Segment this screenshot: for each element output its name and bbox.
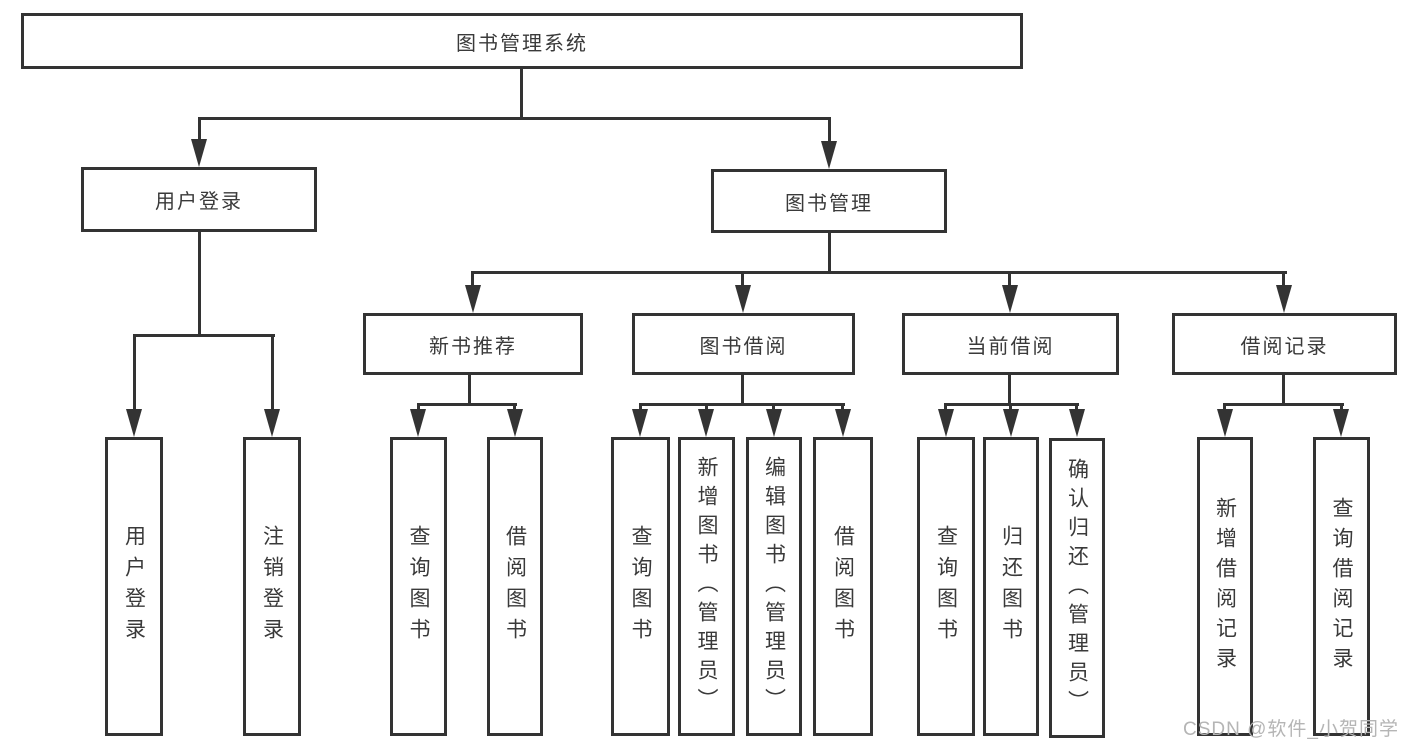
connector-arrowhead <box>465 285 481 313</box>
connector-drop <box>1340 403 1343 412</box>
connector-borrow-record-stem <box>1282 375 1285 406</box>
connector-current-borrow-stem <box>1008 375 1011 406</box>
connector-arrowhead <box>766 409 782 437</box>
connector-arrowhead <box>1002 285 1018 313</box>
connector-to-leaf-logout <box>271 334 274 412</box>
connector-user-login-stem <box>198 232 201 337</box>
connector-book-mgmt-split <box>471 271 1287 274</box>
node-label: 借阅图书 <box>831 524 855 649</box>
node-library-system: 图书管理系统 <box>21 13 1023 69</box>
connector-book-borrow-stem <box>741 375 744 406</box>
connector-arrowhead <box>698 409 714 437</box>
connector-book-borrow-split <box>639 403 845 406</box>
connector-drop <box>841 403 844 412</box>
node-leaf-return-books: 归还图书 <box>983 437 1039 736</box>
connector-arrowhead <box>126 409 142 437</box>
connector-to-book-borrow <box>741 271 744 288</box>
connector-arrowhead <box>632 409 648 437</box>
connector-root-split <box>198 117 831 120</box>
connector-to-book-mgmt <box>828 117 831 145</box>
node-leaf-query-books-2: 查询图书 <box>611 437 670 736</box>
connector-new-book-split <box>417 403 517 406</box>
node-new-book-recommendation: 新书推荐 <box>363 313 583 375</box>
connector-to-user-login <box>198 117 201 145</box>
node-label: 用户登录 <box>122 524 146 649</box>
connector-new-book-stem <box>468 375 471 406</box>
connector-to-current-borrow <box>1008 271 1011 288</box>
node-label: 编辑图书（管理员） <box>762 456 786 717</box>
connector-book-mgmt-stem <box>828 233 831 274</box>
connector-arrowhead <box>191 139 207 167</box>
connector-borrow-record-split <box>1223 403 1344 406</box>
connector-arrowhead <box>735 285 751 313</box>
node-leaf-add-books-admin: 新增图书（管理员） <box>678 437 735 736</box>
node-label: 确认归还（管理员） <box>1065 457 1089 719</box>
node-label: 查询借阅记录 <box>1330 496 1353 677</box>
connector-arrowhead <box>938 409 954 437</box>
connector-arrowhead <box>1276 285 1292 313</box>
node-user-login: 用户登录 <box>81 167 317 232</box>
connector-drop <box>513 403 516 412</box>
node-leaf-edit-books-admin: 编辑图书（管理员） <box>746 437 802 736</box>
connector-to-leaf-user-login <box>133 334 136 412</box>
connector-user-login-split <box>133 334 275 337</box>
connector-drop <box>944 403 947 412</box>
node-book-management: 图书管理 <box>711 169 947 233</box>
node-label: 查询图书 <box>407 524 430 649</box>
connector-arrowhead <box>1333 409 1349 437</box>
connector-to-borrow-record <box>1282 271 1285 288</box>
connector-arrowhead <box>264 409 280 437</box>
connector-root-stem <box>520 69 523 117</box>
node-label: 注销登录 <box>260 524 284 649</box>
node-label: 查询图书 <box>629 524 652 649</box>
connector-drop <box>705 403 708 412</box>
connector-drop <box>1009 403 1012 412</box>
connector-to-new-book-rec <box>471 271 474 288</box>
node-leaf-borrow-books-1: 借阅图书 <box>487 437 543 736</box>
connector-drop <box>639 403 642 412</box>
node-leaf-query-borrow-record: 查询借阅记录 <box>1313 437 1370 736</box>
node-label: 借阅图书 <box>503 524 527 649</box>
connector-drop <box>1223 403 1226 412</box>
connector-arrowhead <box>1069 409 1085 437</box>
node-leaf-query-books-1: 查询图书 <box>390 437 447 736</box>
connector-drop <box>417 403 420 412</box>
node-current-borrowing: 当前借阅 <box>902 313 1119 375</box>
node-leaf-user-login: 用户登录 <box>105 437 163 736</box>
node-leaf-add-borrow-record: 新增借阅记录 <box>1197 437 1253 736</box>
node-leaf-borrow-books-2: 借阅图书 <box>813 437 873 736</box>
connector-drop <box>772 403 775 412</box>
node-leaf-logout: 注销登录 <box>243 437 301 736</box>
csdn-watermark: CSDN @软件_小贺同学 <box>1183 719 1399 740</box>
connector-arrowhead <box>410 409 426 437</box>
node-book-borrowing: 图书借阅 <box>632 313 855 375</box>
node-label: 新增图书（管理员） <box>695 456 718 717</box>
node-label: 查询图书 <box>934 524 958 649</box>
node-leaf-query-books-3: 查询图书 <box>917 437 975 736</box>
connector-arrowhead <box>821 141 837 169</box>
node-label: 新增借阅记录 <box>1213 496 1237 677</box>
connector-arrowhead <box>507 409 523 437</box>
connector-arrowhead <box>1217 409 1233 437</box>
connector-arrowhead <box>835 409 851 437</box>
node-leaf-confirm-return-admin: 确认归还（管理员） <box>1049 438 1105 738</box>
node-label: 归还图书 <box>999 524 1023 649</box>
connector-drop <box>1075 403 1078 412</box>
node-borrowing-records: 借阅记录 <box>1172 313 1397 375</box>
connector-arrowhead <box>1003 409 1019 437</box>
